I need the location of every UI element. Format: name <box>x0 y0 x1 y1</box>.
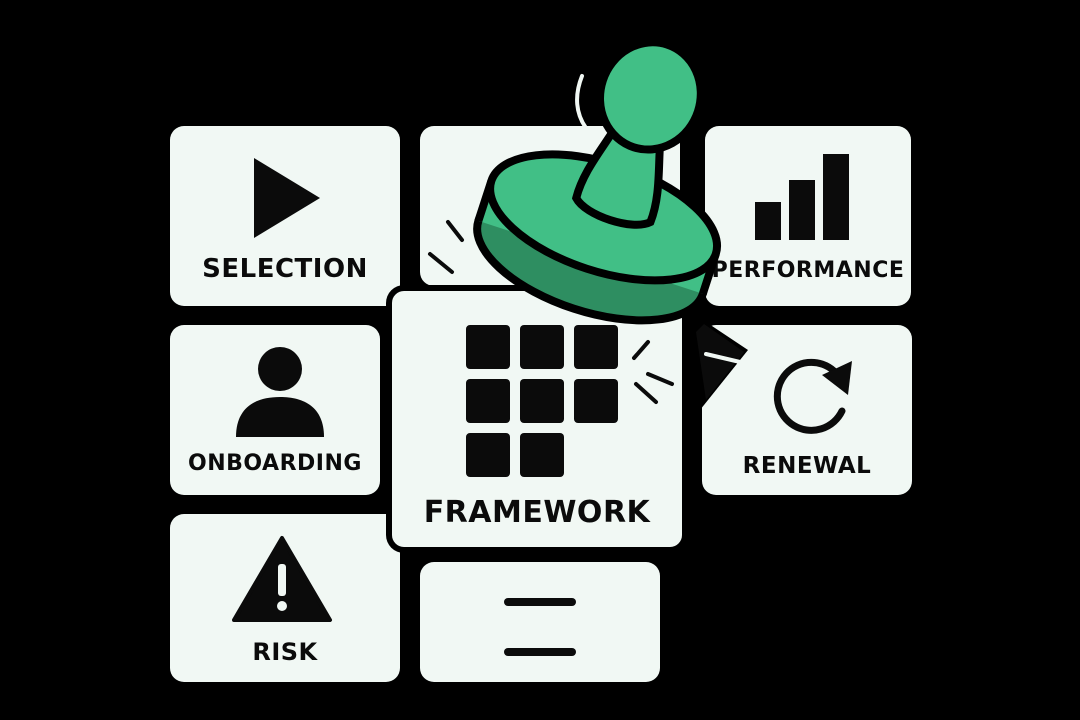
menu-icon <box>502 596 578 658</box>
framework-label: FRAMEWORK <box>392 495 682 530</box>
onboarding-card[interactable]: ONBOARDING <box>170 325 380 495</box>
framework-card[interactable]: FRAMEWORK <box>388 287 686 551</box>
performance-label: PERFORMANCE <box>705 258 911 283</box>
blank-card <box>420 126 680 286</box>
selection-label: SELECTION <box>170 254 400 284</box>
warning-icon <box>230 534 334 624</box>
refresh-icon <box>760 349 860 445</box>
grid-icon <box>464 323 624 479</box>
bar-chart-icon <box>753 152 853 242</box>
renewal-card[interactable]: RENEWAL <box>702 325 912 495</box>
selection-card[interactable]: SELECTION <box>170 126 400 306</box>
renewal-label: RENEWAL <box>702 453 912 479</box>
performance-card[interactable]: PERFORMANCE <box>705 126 911 306</box>
onboarding-label: ONBOARDING <box>170 451 380 476</box>
user-icon <box>232 345 328 439</box>
menu-card[interactable] <box>420 562 660 682</box>
risk-label: RISK <box>170 638 400 666</box>
risk-card[interactable]: RISK <box>170 514 400 682</box>
play-icon <box>250 156 324 240</box>
